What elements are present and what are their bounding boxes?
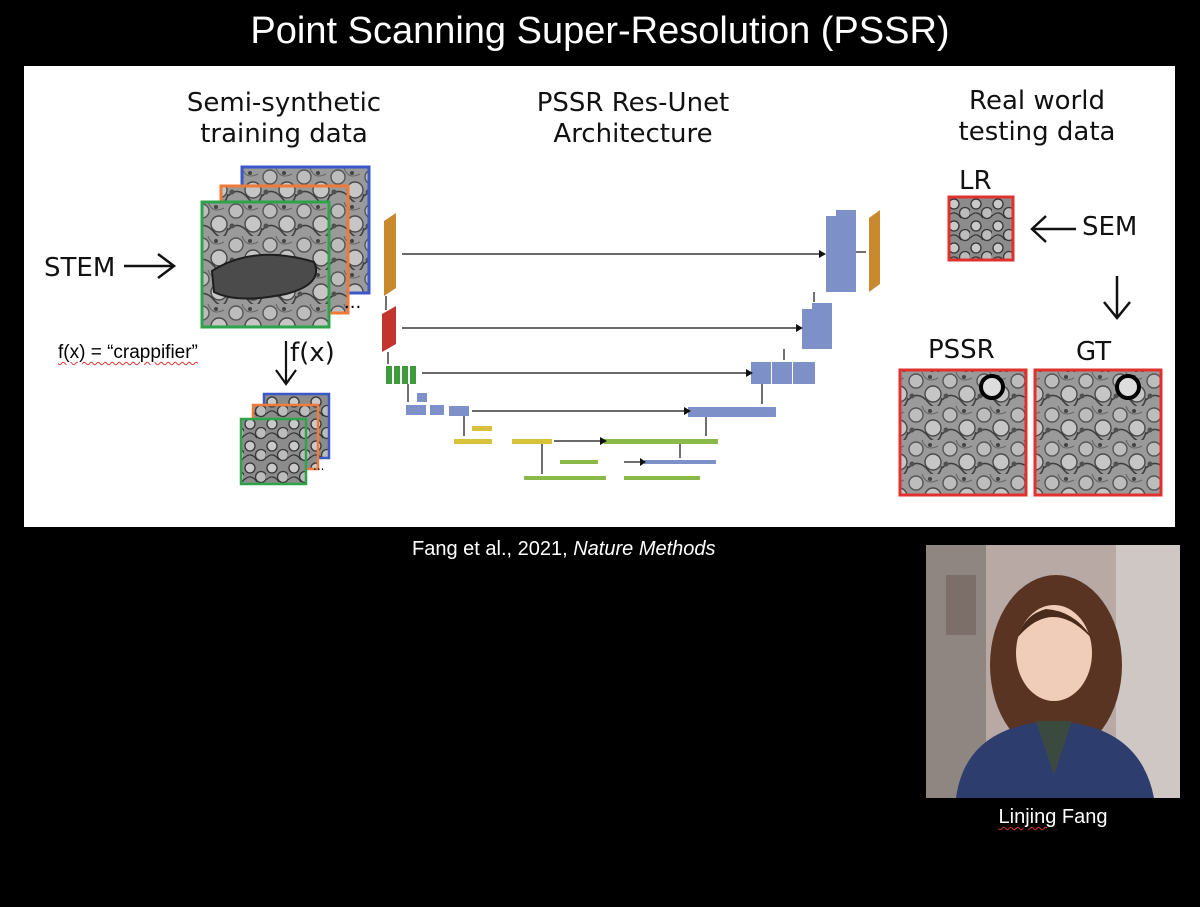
stack-ellipsis: ... — [344, 292, 361, 313]
figure-canvas: ... ... — [124, 165, 1163, 497]
citation: Fang et al., 2021, Nature Methods — [412, 538, 716, 560]
gt-vesicle — [1115, 374, 1141, 400]
portrait-photo — [926, 545, 1180, 798]
lr-image — [947, 195, 1015, 262]
testing-heading: Real world testing data — [958, 86, 1116, 147]
training-image-stack: ... — [200, 165, 371, 329]
pssr-figure: ... ... — [24, 66, 1175, 527]
architecture-heading: PSSR Res-Unet Architecture — [536, 88, 730, 149]
crappifier-label: f(x) = “crappifier” — [58, 342, 198, 363]
crappified-image-stack: ... — [239, 392, 331, 486]
down-arrow-icon — [275, 341, 297, 386]
pssr-output-image — [898, 368, 1028, 497]
sem-label: SEM — [1082, 212, 1138, 242]
fx-label: f(x) — [290, 338, 335, 368]
training-heading: Semi-synthetic training data — [186, 88, 382, 149]
pssr-label: PSSR — [928, 335, 995, 365]
pssr-vesicle — [979, 374, 1005, 400]
res-unet-diagram — [382, 210, 880, 480]
stem-label: STEM — [44, 253, 116, 283]
lr-label: LR — [959, 166, 992, 196]
down-arrow-sem-icon — [1103, 276, 1131, 320]
gt-image — [1033, 368, 1163, 497]
slide-title: Point Scanning Super-Resolution (PSSR) — [250, 10, 950, 52]
sem-arrow-icon — [1030, 215, 1076, 243]
gt-label: GT — [1076, 337, 1112, 367]
portrait-caption: Linjing Fang — [998, 806, 1108, 828]
stem-arrow-icon — [124, 253, 177, 279]
small-stack-ellipsis: ... — [313, 459, 324, 473]
